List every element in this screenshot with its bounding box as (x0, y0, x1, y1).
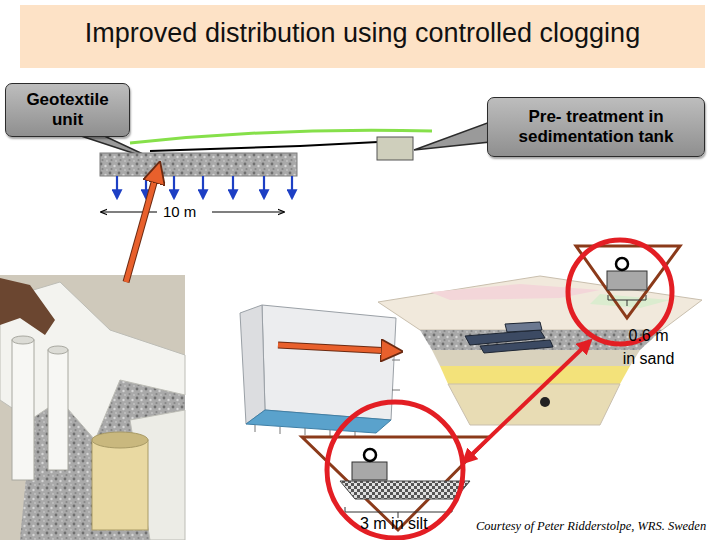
pointer-arrow (126, 172, 157, 282)
geotextile-unit-symbol (607, 271, 647, 290)
pipe-symbol (616, 258, 628, 270)
bracket (608, 295, 646, 306)
stake (255, 425, 256, 432)
dimension-label: 10 m (163, 203, 196, 220)
pointer-arrow (278, 345, 392, 351)
credit-note: Courtesy of Peter Ridderstolpe, WRS. Swe… (476, 519, 706, 534)
pointer-arrow-outline (126, 172, 157, 282)
surface-layer (430, 284, 600, 300)
zoom-link-arrow (466, 343, 588, 460)
highlight-circle (327, 402, 463, 538)
photo-background (0, 275, 185, 540)
sedimentation-tank (377, 137, 413, 160)
detail-zoom (302, 402, 490, 538)
subsoil (448, 384, 620, 425)
distribution-pipe (505, 322, 542, 332)
trough-wall (240, 305, 265, 424)
dimension-line (212, 211, 284, 212)
flow-arrow (232, 176, 234, 198)
title-banner (20, 5, 705, 68)
silt-band (340, 481, 470, 499)
stake (305, 428, 306, 435)
dimension-label: 3 m in silt (360, 515, 428, 533)
dimension-label: 0.6 m in sand (621, 324, 676, 370)
diagram-title: Improved distribution using controlled c… (20, 18, 705, 49)
flow-arrow (116, 176, 118, 198)
flow-arrow (202, 176, 204, 198)
drain-pipe (540, 397, 550, 407)
pipe-opening (12, 336, 34, 344)
callout-text: Pre- treatment in sedimentation tank (496, 107, 696, 147)
flow-arrow (263, 176, 265, 198)
geotextile-bed (100, 153, 297, 176)
trough-stakes (255, 360, 400, 438)
distribution-pipe (480, 340, 553, 353)
pipe-opening (48, 346, 68, 354)
geotextile-trough-sketch (240, 305, 400, 438)
pipe-symbol (364, 449, 376, 461)
stake (392, 390, 400, 391)
flow-arrow (173, 176, 175, 198)
zoom-triangle (576, 246, 680, 318)
worker-arm (0, 278, 55, 335)
pipe (12, 340, 34, 480)
sand-layer (440, 366, 630, 384)
trench-cross-section (378, 276, 702, 425)
pipe-opening (92, 432, 148, 448)
callout-text: Geotextile unit (16, 90, 119, 130)
flow-arrow (291, 176, 293, 198)
sand-layer (432, 350, 640, 366)
trough-water (246, 410, 391, 433)
stake (392, 360, 400, 361)
infiltration-arrows (117, 176, 292, 198)
pipe (92, 440, 148, 530)
callout-tail (414, 122, 490, 150)
site-photo (0, 275, 185, 540)
pipe-line (150, 142, 378, 151)
geotextile-unit-symbol (352, 462, 387, 480)
flow-arrow (145, 176, 147, 198)
stake (280, 427, 281, 434)
callout-box: Pre- treatment in sedimentation tank (487, 97, 705, 157)
callout-box: Geotextile unit (5, 83, 130, 137)
surface-layer (590, 294, 670, 308)
pipe (48, 350, 68, 470)
pointer-arrow-outline (278, 345, 392, 351)
